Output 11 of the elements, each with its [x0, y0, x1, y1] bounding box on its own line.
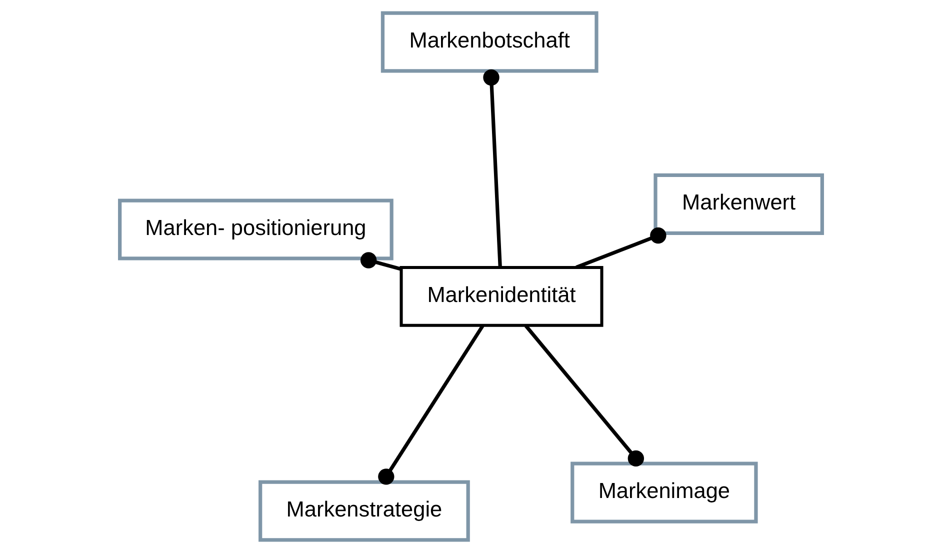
node-box: Markenidentität: [400, 266, 604, 327]
node-box: Markenbotschaft: [380, 11, 598, 73]
node-box: Markenimage: [570, 462, 758, 524]
connector: [483, 69, 502, 268]
node-box: Markenstrategie: [258, 480, 470, 542]
connector: [576, 227, 666, 270]
node-box: Marken- positionierung: [118, 198, 394, 260]
node-box: Markenwert: [654, 173, 824, 235]
connector: [360, 252, 402, 271]
connector: [378, 324, 484, 485]
connector: [524, 324, 644, 467]
